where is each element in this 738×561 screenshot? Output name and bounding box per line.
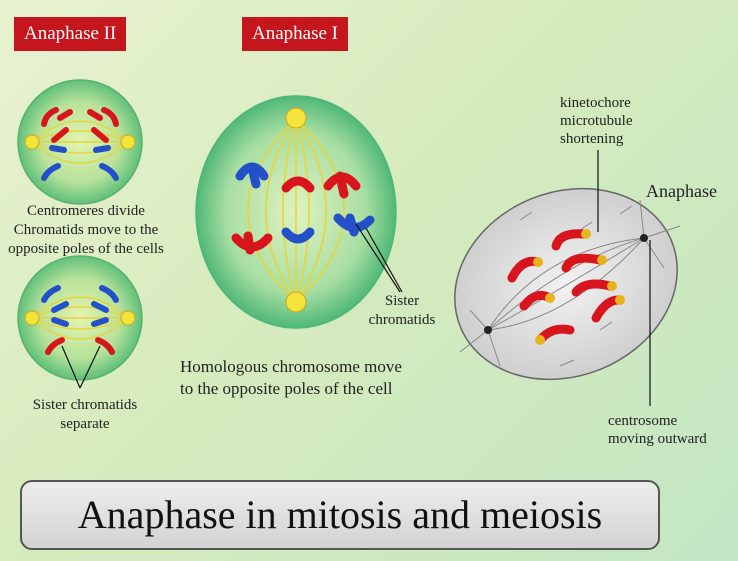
caption-line: Centromeres divide [27, 203, 145, 219]
chromatid-red [91, 127, 109, 143]
chromatid-blue [91, 301, 109, 313]
chromatid-blue [91, 317, 109, 327]
kinetochore [533, 257, 543, 267]
chromosome-red [571, 279, 615, 297]
centrosome-left [24, 310, 40, 326]
pointer-line [355, 223, 401, 293]
caption-line: centrosome [608, 413, 678, 429]
caption-line: Sister [384, 293, 420, 309]
title-banner: Anaphase in mitosis and meiosis [20, 480, 660, 550]
kinetochore [545, 293, 555, 303]
chromatid-blue [51, 301, 69, 313]
centrosome-right [640, 234, 648, 242]
pointer-line [61, 345, 81, 389]
pointer-line [365, 227, 403, 293]
pointer-line [79, 345, 101, 389]
caption-line: separate [60, 416, 110, 432]
centrosome-top [285, 107, 307, 129]
chromatid-red [51, 127, 69, 143]
chromosome-red [561, 253, 605, 273]
centrosome-left [24, 134, 40, 150]
caption-line: Chromatids move to the [13, 222, 159, 238]
caption-line: Homologous chromosome move [180, 357, 402, 376]
sister-chromatids-caption: Sister chromatids [360, 292, 444, 330]
chromosome-blue [345, 213, 359, 237]
chromatid-red [95, 337, 115, 355]
centrosome-bottom [285, 291, 307, 313]
chromatid-red [87, 109, 103, 121]
chromosome-red [335, 171, 349, 199]
kinetochore [597, 255, 607, 265]
chromatid-red [45, 337, 65, 355]
centromeres-caption: Centromeres divide Chromatids move to th… [0, 202, 172, 259]
chromatid-blue [49, 145, 67, 153]
chromatid-red [101, 107, 119, 127]
caption-line: microtubule [560, 113, 633, 129]
anaphase-i-tag: Anaphase I [242, 17, 348, 51]
anaphase-ii-tag: Anaphase II [14, 17, 127, 51]
caption-line: moving outward [608, 431, 707, 447]
anaphase-ii-cell-top [17, 79, 143, 205]
anaphase-i-cell [195, 95, 403, 329]
caption-line: kinetochore [560, 95, 631, 111]
centrosome-right [120, 134, 136, 150]
mitosis-anaphase-cell [454, 150, 681, 406]
kinetochore [607, 281, 617, 291]
caption-line: chromatids [368, 312, 436, 328]
centrosome-right [120, 310, 136, 326]
chromosome-red [551, 229, 589, 251]
chromatid-blue [99, 163, 119, 181]
caption-line: shortening [560, 131, 624, 147]
kinetochore [581, 229, 591, 239]
caption-line: Sister chromatids [32, 397, 138, 413]
anaphase-ii-cell-bottom [17, 255, 143, 389]
kinetochore [615, 295, 625, 305]
chromosome-red [281, 176, 315, 193]
chromosome-blue [247, 163, 261, 189]
chromatid-blue [41, 163, 61, 181]
centrosome-left [484, 326, 492, 334]
chromatid-blue [99, 285, 119, 303]
chromatid-blue [41, 285, 61, 303]
chromatid-blue [93, 145, 111, 153]
kinetochore [535, 335, 545, 345]
caption-line: to the opposite poles of the cell [180, 379, 393, 398]
sister-chromatids-separate-caption: Sister chromatids separate [10, 396, 160, 434]
anaphase-label: Anaphase [646, 181, 717, 201]
chromatid-red [41, 107, 59, 127]
kinetochore-caption: kinetochore microtubule shortening [560, 94, 632, 148]
chromatid-red [57, 109, 73, 121]
caption-line: opposite poles of the cells [8, 241, 164, 257]
chromosome-blue [281, 227, 315, 244]
chromosome-red [243, 231, 255, 255]
chromatid-blue [51, 317, 69, 327]
homologous-caption: Homologous chromosome move to the opposi… [180, 356, 402, 400]
centrosome-caption: centrosome moving outward [608, 412, 707, 448]
